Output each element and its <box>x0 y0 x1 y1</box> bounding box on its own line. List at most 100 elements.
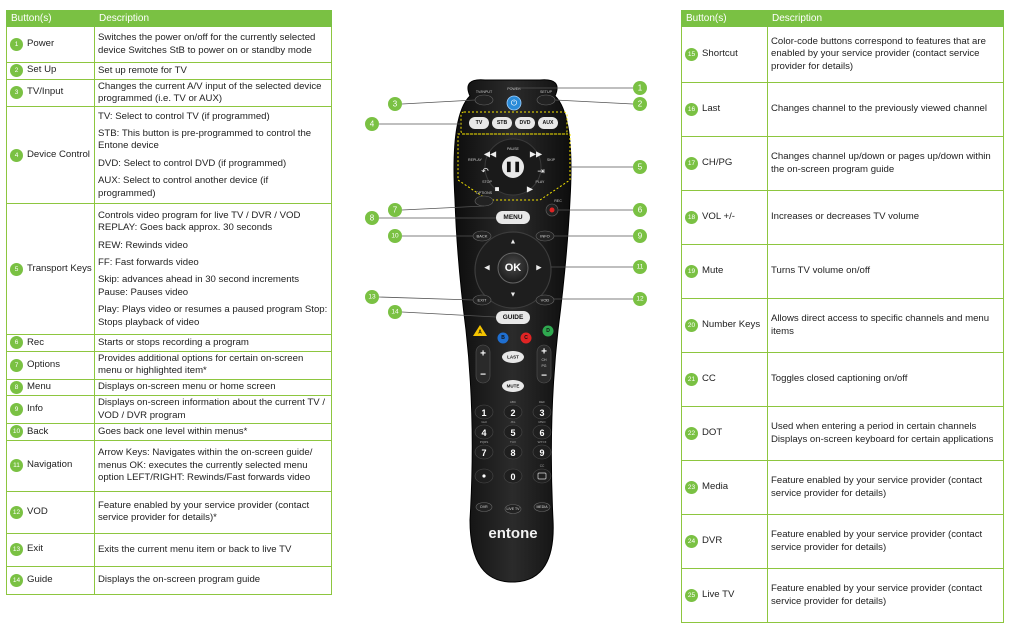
number-key-label: 7 <box>481 448 486 458</box>
arrow-right-icon[interactable]: ▶ <box>536 265 542 272</box>
number-key-label: 8 <box>510 448 515 458</box>
tv-input-button[interactable] <box>474 94 494 106</box>
dvr-label: DVR <box>480 505 488 509</box>
cc-button[interactable] <box>532 468 552 484</box>
guide-button[interactable] <box>496 311 530 324</box>
description-text: Exits the current menu item or back to l… <box>98 543 292 555</box>
number-key-2[interactable] <box>503 404 523 420</box>
number-key-9[interactable] <box>532 444 552 460</box>
number-key-6[interactable] <box>532 424 552 440</box>
replay-icon[interactable]: ↶ <box>481 166 489 176</box>
rewind-icon[interactable]: ◀◀ <box>484 150 497 159</box>
shortcut-key-c[interactable] <box>520 332 532 344</box>
arrow-down-icon[interactable]: ▼ <box>510 292 517 299</box>
dvr-button[interactable] <box>475 502 493 512</box>
shortcut-key-b[interactable] <box>497 332 509 344</box>
stb-button[interactable] <box>492 117 512 129</box>
stop-icon[interactable]: ■ <box>495 185 500 194</box>
setup-button[interactable] <box>536 94 556 106</box>
description-text: Turns TV volume on/off <box>771 265 871 277</box>
callout-badge <box>633 81 647 95</box>
description-cell: Toggles closed captioning on/off <box>767 352 1004 407</box>
number-badge: 22 <box>685 426 698 440</box>
number-badge: 3 <box>10 86 23 100</box>
button-name: Menu <box>27 381 51 393</box>
ok-button[interactable] <box>497 252 529 284</box>
media-label: MEDIA <box>536 505 548 509</box>
arrow-left-icon[interactable]: ◀ <box>484 265 490 272</box>
number-badge: 13 <box>10 543 23 557</box>
description-cell: Displays on-screen information about the… <box>94 395 332 425</box>
number-key-label: 1 <box>481 408 486 418</box>
shortcut-key-a[interactable] <box>473 325 487 336</box>
button-name: Info <box>27 403 44 415</box>
callout-line <box>554 99 634 105</box>
pause-icon: ❚❚ <box>505 162 522 173</box>
channel-down-icon: − <box>541 371 547 382</box>
stop-label: STOP <box>482 180 492 184</box>
channel-rocker[interactable] <box>536 344 552 384</box>
back-label: BACK <box>477 234 488 239</box>
description-cell: Feature enabled by your service provider… <box>767 460 1004 515</box>
shortcut-key-d[interactable] <box>542 325 554 337</box>
play-label: PLAY <box>536 180 546 184</box>
button-name: Set Up <box>27 64 57 76</box>
vod-button[interactable] <box>535 294 555 306</box>
arrow-up-icon[interactable]: ▲ <box>510 239 517 246</box>
callout-number: 1 <box>638 84 643 93</box>
description-text: REW: Rewinds video <box>98 239 188 251</box>
pause-button[interactable] <box>502 156 524 178</box>
mute-button[interactable] <box>502 380 524 392</box>
number-key-7[interactable] <box>474 444 494 460</box>
live-tv-button[interactable] <box>504 504 522 514</box>
fast-forward-icon[interactable]: ▶▶ <box>530 150 543 159</box>
play-icon[interactable]: ▶ <box>527 185 534 194</box>
number-badge: 24 <box>685 534 698 548</box>
device-control-group-outline <box>460 111 568 135</box>
media-button[interactable] <box>533 502 551 512</box>
description-cell: Controls video program for live TV / DVR… <box>94 203 332 336</box>
button-name: Options <box>27 358 61 370</box>
stb-button-label: STB <box>497 120 508 126</box>
number-key-1[interactable] <box>474 404 494 420</box>
dvd-button-label: DVD <box>520 120 531 126</box>
dvd-button[interactable] <box>515 117 535 129</box>
number-key-letters: GHI <box>481 420 487 424</box>
number-key-label: 5 <box>510 428 515 438</box>
number-key-8[interactable] <box>503 444 523 460</box>
description-text: Allows direct access to specific channel… <box>771 313 990 337</box>
aux-button[interactable] <box>538 117 558 129</box>
button-name: Transport Keys <box>27 262 92 274</box>
number-key-0[interactable] <box>503 468 523 484</box>
replay-label: REPLAY <box>468 158 483 162</box>
button-name: VOL +/- <box>702 211 735 223</box>
power-button[interactable] <box>506 95 522 111</box>
vod-label: VOD <box>541 298 550 303</box>
number-badge: 5 <box>10 262 23 276</box>
number-key-5[interactable] <box>503 424 523 440</box>
description-text: Starts or stops recording a program <box>98 336 249 348</box>
number-key-3[interactable] <box>532 404 552 420</box>
description-text: Changes channel to the previously viewed… <box>771 103 987 115</box>
last-button[interactable] <box>502 351 524 363</box>
options-button[interactable] <box>474 195 494 207</box>
number-key-4[interactable] <box>474 424 494 440</box>
description-cell: Allows direct access to specific channel… <box>767 298 1004 353</box>
volume-rocker[interactable] <box>475 344 491 384</box>
menu-button[interactable] <box>496 211 530 224</box>
button-name: Exit <box>27 543 43 555</box>
button-name: Guide <box>27 573 53 585</box>
skip-icon[interactable]: ⇥ <box>537 166 545 176</box>
callout-number: 9 <box>638 232 643 241</box>
tv-button[interactable] <box>469 117 489 129</box>
